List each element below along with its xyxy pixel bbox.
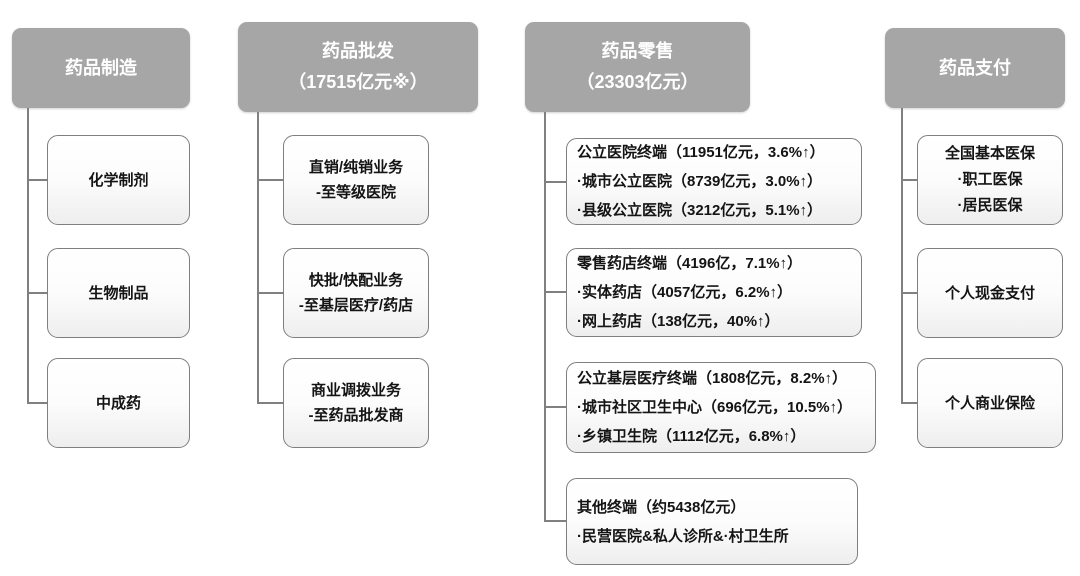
header-title: 药品支付 xyxy=(939,57,1011,78)
header-subtitle: （23303亿元） xyxy=(576,72,699,92)
connector-line xyxy=(901,402,917,404)
box-text-line: -至基层医疗/药店 xyxy=(298,297,414,314)
basic-medical-insurance-box: 全国基本医保 ·职工医保 ·居民医保 xyxy=(917,135,1063,225)
box-text-line: ·城市社区卫生中心（696亿元，10.5%↑） xyxy=(577,399,853,416)
box-text-line: ·县级公立医院（3212亿元，5.1%↑） xyxy=(577,202,823,219)
retail-pharmacy-terminal-box: 零售药店终端（4196亿，7.1%↑） ·实体药店（4057亿元，6.2%↑） … xyxy=(566,248,862,337)
box-text-line: 公立医院终端（11951亿元，3.6%↑） xyxy=(577,144,825,161)
box-text-line: 公立基层医疗终端（1808亿元，8.2%↑） xyxy=(577,370,848,387)
box-text-line: 生物制品 xyxy=(88,284,149,302)
box-text-line: 全国基本医保 xyxy=(944,145,1035,162)
box-text-line: 化学制剂 xyxy=(88,171,149,189)
connector-line xyxy=(544,291,566,293)
chemical-preparations-box: 化学制剂 xyxy=(47,135,190,225)
drug-retail-header: 药品零售 （23303亿元） xyxy=(525,22,750,112)
box-text-line: ·民营医院&私人诊所&·村卫生所 xyxy=(577,527,789,545)
header-subtitle: （17515亿元※） xyxy=(288,72,428,92)
connector-line xyxy=(544,520,566,522)
connector-line xyxy=(257,292,283,294)
box-text-line: -至药品批发商 xyxy=(308,407,404,424)
header-title: 药品批发 xyxy=(322,41,394,61)
connector-line xyxy=(901,179,917,181)
connector-line xyxy=(901,108,903,403)
fast-distribution-box: 快批/快配业务 -至基层医疗/药店 xyxy=(283,248,429,338)
connector-line xyxy=(544,181,566,183)
personal-cash-payment-box: 个人现金支付 xyxy=(917,248,1063,338)
other-terminal-box: 其他终端（约5438亿元） ·民营医院&私人诊所&·村卫生所 xyxy=(566,478,858,565)
box-text-line: ·居民医保 xyxy=(957,197,1023,214)
connector-line xyxy=(544,406,566,408)
box-text-line: 个人现金支付 xyxy=(944,284,1035,302)
box-text-line: ·网上药店（138亿元，40%↑） xyxy=(577,313,780,330)
box-text-line: ·职工医保 xyxy=(957,171,1023,188)
box-text-line: -至等级医院 xyxy=(316,184,396,201)
header-title: 药品零售 xyxy=(601,41,674,61)
drug-payment-header: 药品支付 xyxy=(885,28,1065,108)
box-text-line: 个人商业保险 xyxy=(944,394,1035,412)
public-hospital-terminal-box: 公立医院终端（11951亿元，3.6%↑） ·城市公立医院（8739亿元，3.0… xyxy=(566,138,862,225)
direct-sales-box: 直销/纯销业务 -至等级医院 xyxy=(283,135,429,225)
connector-line xyxy=(257,402,283,404)
primary-medical-terminal-box: 公立基层医疗终端（1808亿元，8.2%↑） ·城市社区卫生中心（696亿元，1… xyxy=(566,362,876,453)
box-text-line: ·实体药店（4057亿元，6.2%↑） xyxy=(577,284,793,301)
connector-line xyxy=(544,112,546,522)
box-text-line: 零售药店终端（4196亿，7.1%↑） xyxy=(577,255,803,272)
connector-line xyxy=(257,179,283,181)
header-title: 药品制造 xyxy=(65,57,137,78)
connector-line xyxy=(27,402,47,404)
box-text-line: ·城市公立医院（8739亿元，3.0%↑） xyxy=(577,173,823,190)
drug-manufacturing-header: 药品制造 xyxy=(12,28,190,108)
box-text-line: ·乡镇卫生院（1112亿元，6.8%↑） xyxy=(577,428,806,445)
connector-line xyxy=(27,292,47,294)
personal-commercial-insurance-box: 个人商业保险 xyxy=(917,358,1063,448)
chinese-patent-medicine-box: 中成药 xyxy=(47,358,190,448)
box-text-line: 其他终端（约5438亿元） xyxy=(577,498,746,516)
box-text-line: 直销/纯销业务 xyxy=(308,159,404,176)
box-text-line: 中成药 xyxy=(95,394,141,412)
box-text-line: 快批/快配业务 xyxy=(308,272,404,289)
drug-wholesale-header: 药品批发 （17515亿元※） xyxy=(238,22,478,112)
connector-line xyxy=(27,108,29,403)
commercial-transfer-box: 商业调拨业务 -至药品批发商 xyxy=(283,358,429,448)
connector-line xyxy=(27,179,47,181)
biological-products-box: 生物制品 xyxy=(47,248,190,338)
box-text-line: 商业调拨业务 xyxy=(310,382,401,399)
connector-line xyxy=(901,292,917,294)
connector-line xyxy=(257,112,259,403)
